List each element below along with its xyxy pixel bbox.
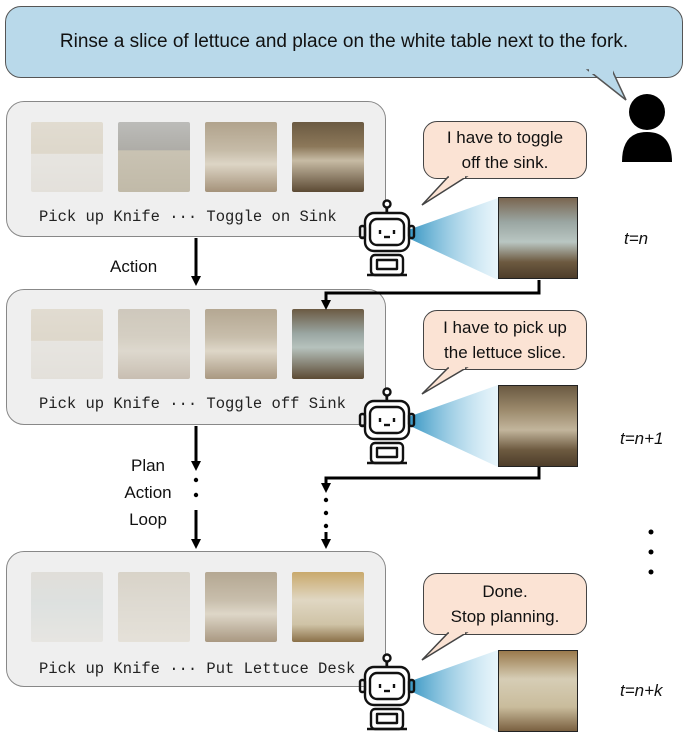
- observation-image: [498, 197, 578, 279]
- action-history-caption: Pick up Knife ··· Toggle on Sink: [39, 208, 337, 226]
- action-label: Action: [110, 257, 158, 276]
- instruction-bubble: Rinse a slice of lettuce and place on th…: [5, 6, 683, 78]
- thought-line: Done.: [482, 582, 528, 601]
- observation-image: [498, 385, 578, 467]
- time-label: t=n+1: [620, 429, 664, 448]
- frame-thumbnail: [118, 309, 190, 379]
- frame-thumbnail: [118, 122, 190, 192]
- frame-thumbnail: [118, 572, 190, 642]
- instruction-text: Rinse a slice of lettuce and place on th…: [59, 31, 629, 52]
- loop-label-line: Loop: [129, 510, 167, 529]
- action-history-caption: Pick up Knife ··· Put Lettuce Desk: [39, 660, 356, 678]
- frame-thumbnail: [205, 309, 277, 379]
- history-panel-3: Pick up Knife ··· Put Lettuce Desk: [6, 551, 386, 687]
- frame-thumbnail: [292, 122, 364, 192]
- thought-bubble: I have to pick up the lettuce slice.: [423, 310, 587, 370]
- frame-thumbnail: [31, 122, 103, 192]
- thought-line: Stop planning.: [450, 607, 560, 626]
- thought-bubble: Done. Stop planning.: [423, 573, 587, 635]
- observation-image: [498, 650, 578, 732]
- frame-thumbnail: [292, 309, 364, 379]
- thought-line: I have to toggle: [446, 128, 564, 147]
- plan-action-loop-label: Plan Action Loop: [118, 452, 178, 533]
- frame-thumbnail: [31, 572, 103, 642]
- history-panel-1: Pick up Knife ··· Toggle on Sink: [6, 101, 386, 237]
- history-panel-2: Pick up Knife ··· Toggle off Sink: [6, 289, 386, 425]
- action-history-caption: Pick up Knife ··· Toggle off Sink: [39, 395, 346, 413]
- thought-line: off the sink.: [461, 153, 549, 172]
- frame-thumbnail: [205, 122, 277, 192]
- time-label: t=n: [624, 229, 649, 248]
- time-label: t=n+k: [620, 681, 663, 700]
- loop-label-line: Plan: [130, 456, 166, 475]
- frame-thumbnail: [292, 572, 364, 642]
- thought-line: I have to pick up: [443, 318, 567, 337]
- frame-thumbnail: [31, 309, 103, 379]
- thought-line: the lettuce slice.: [444, 343, 566, 362]
- loop-label-line: Action: [124, 483, 172, 502]
- frame-thumbnail: [205, 572, 277, 642]
- thought-bubble: I have to toggle off the sink.: [423, 121, 587, 179]
